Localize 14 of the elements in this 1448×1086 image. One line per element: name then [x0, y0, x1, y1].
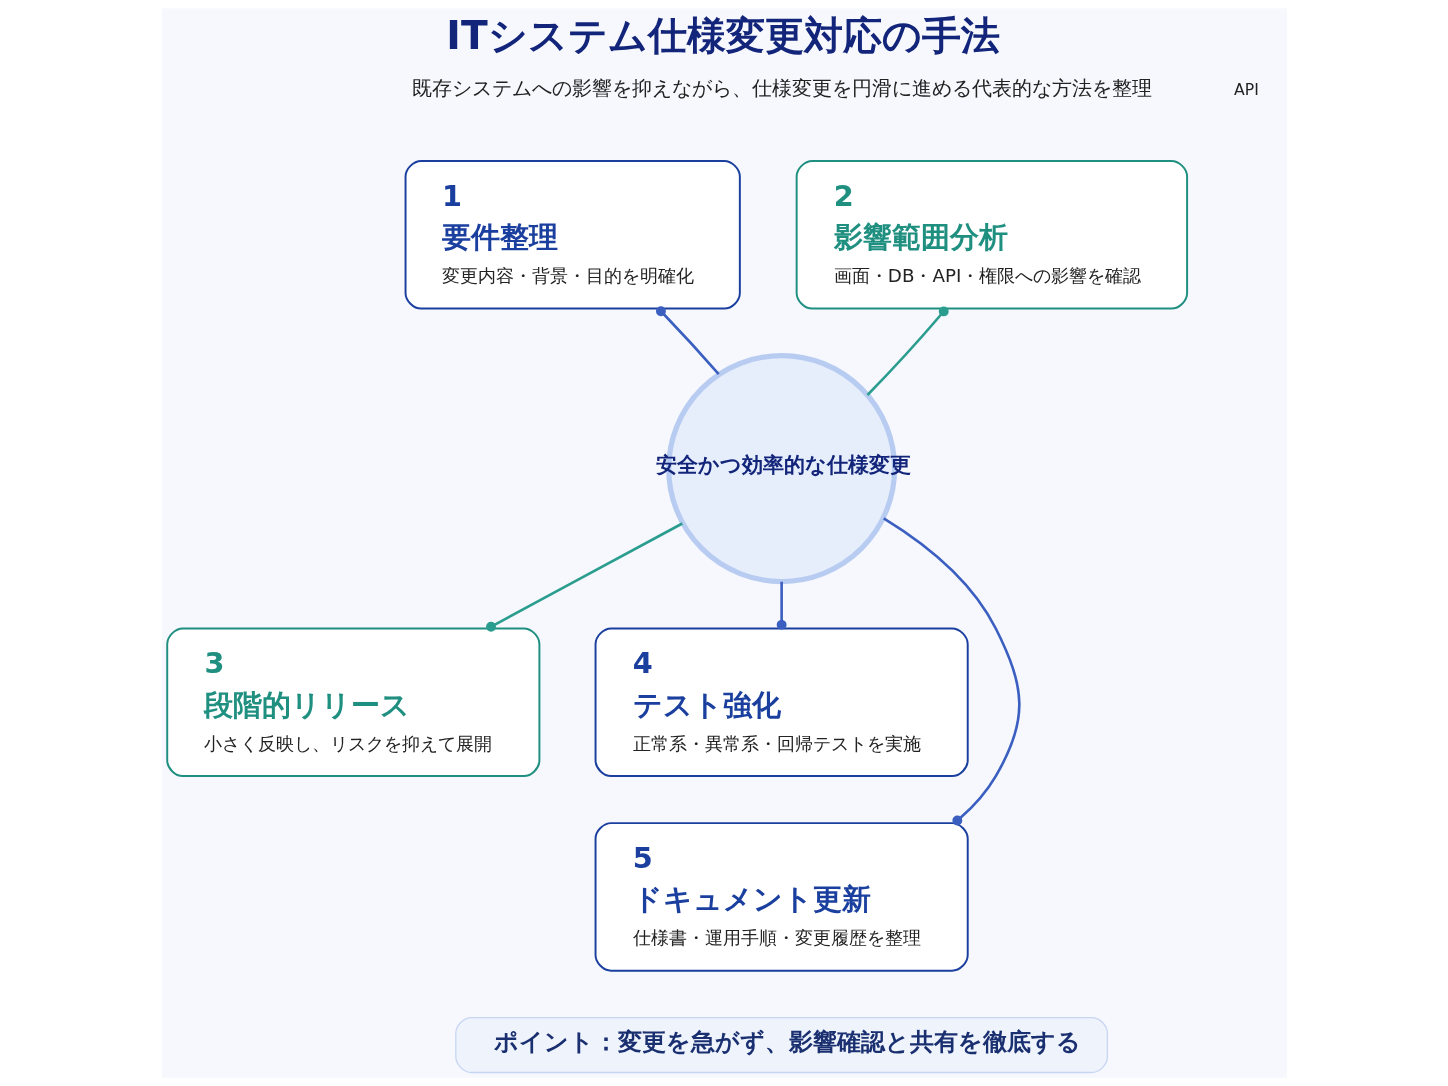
connector: [866, 306, 949, 396]
node-box: 1 要件整理 変更内容・背景・目的を明確化: [404, 160, 741, 310]
node-box: 2 影響範囲分析 画面・DB・API・権限への影響を確認: [795, 160, 1188, 310]
connector: [776, 581, 787, 630]
node-box: 5 ドキュメント更新 仕様書・運用手順・変更履歴を整理: [594, 822, 969, 972]
node-box: 4 テスト強化 正常系・異常系・回帰テストを実施: [594, 627, 969, 778]
connector: [655, 306, 720, 376]
label: 既存システムへの影響を抑えながら、仕様変更を円滑に進める代表的な方法を整理: [411, 77, 1152, 101]
node-box: 3 段階的リリース 小さく反映し、リスクを抑えて展開: [165, 627, 540, 778]
label: API: [1233, 79, 1259, 99]
connector: [485, 522, 683, 632]
node-box: ポイント：変更を急がず、影響確認と共有を徹底する: [454, 1017, 1108, 1074]
diagram-title: ITシステム仕様変更対応の手法: [445, 12, 1000, 58]
connector: [882, 517, 1021, 826]
